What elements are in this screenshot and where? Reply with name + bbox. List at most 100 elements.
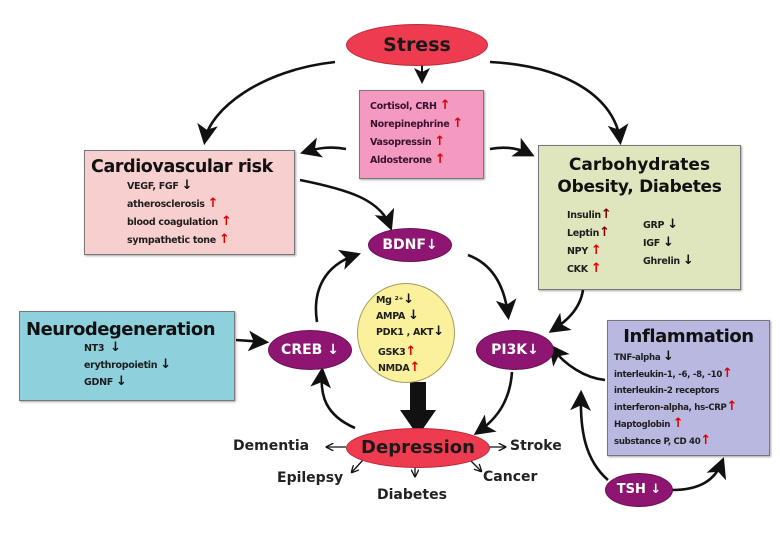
carbo-item: GRP ↓ <box>643 217 678 232</box>
arrow-creb-to-bdnf <box>314 249 361 323</box>
center-item: NMDA↑ <box>378 360 421 375</box>
carbo-item: NPY ↑ <box>567 243 602 258</box>
cardio-item: atherosclerosis ↑ <box>127 196 219 211</box>
up-arrow-icon: ↑ <box>590 243 602 258</box>
arrow-hormones-to-cardio <box>300 137 347 158</box>
cardio-title: Cardiovascular risk <box>91 157 273 177</box>
carbo-item: Insulin↑ <box>567 207 612 222</box>
carbohydrates-box: Carbohydrates Obesity, Diabetes Insulin↑… <box>538 145 741 290</box>
arrow-to-epilepsy <box>352 459 364 472</box>
hormone-item: Vasopressin ↑ <box>370 134 445 149</box>
down-arrow-icon: ↓ <box>662 235 674 250</box>
center-item: PDK1 , AKT↓ <box>376 324 444 339</box>
arrow-pi3k-to-depression <box>473 371 514 435</box>
up-arrow-icon: ↑ <box>409 360 421 375</box>
arrow-bdnf-to-pi3k <box>467 253 517 321</box>
up-arrow-icon: ↑ <box>600 207 612 222</box>
creb-node: CREB ↓ <box>268 330 352 370</box>
inflam-item: interleukin-1, -6, -8, -10↑ <box>614 366 733 381</box>
up-arrow-icon: ↑ <box>726 399 738 414</box>
arrow-carbo-to-pi3k <box>548 289 585 333</box>
up-arrow-icon: ↑ <box>405 344 417 359</box>
outcome-dementia: Dementia <box>233 438 310 454</box>
center-item: AMPA ↓ <box>376 308 419 323</box>
up-arrow-icon: ↑ <box>218 232 230 247</box>
down-arrow-icon: ↓ <box>667 217 678 232</box>
tsh-node: TSH ↓ <box>605 473 673 507</box>
up-arrow-icon: ↑ <box>221 214 232 229</box>
carbo-item: Ghrelin ↓ <box>643 253 694 268</box>
down-arrow-icon: ↓ <box>433 324 444 339</box>
inflam-item: TNF-alpha ↓ <box>614 349 674 364</box>
arrow-neuro-to-creb <box>235 330 270 352</box>
up-arrow-icon: ↑ <box>722 366 733 381</box>
down-arrow-icon: ↓ <box>403 292 414 307</box>
inflam-item: interferon-alpha, hs-CRP↑ <box>614 399 738 414</box>
inflammation-box: Inflammation TNF-alpha ↓ interleukin-1, … <box>607 320 770 456</box>
cardiovascular-risk-box: Cardiovascular risk VEGF, FGF ↓ atherosc… <box>84 150 295 255</box>
hormone-item: Norepinephrine ↑ <box>370 116 463 131</box>
depression-node: Depression <box>346 428 490 468</box>
arrow-depression-to-creb <box>310 366 356 430</box>
inflam-title: Inflammation <box>623 326 754 347</box>
outcome-epilepsy: Epilepsy <box>277 470 344 486</box>
down-arrow-icon: ↓ <box>181 178 193 193</box>
creb-label: CREB <box>281 342 323 358</box>
outcome-cancer: Cancer <box>483 469 538 485</box>
carbo-item: Leptin↑ <box>567 225 610 240</box>
center-item: Mg ²⁺↓ <box>376 292 414 307</box>
hormones-box: Cortisol, CRH ↑ Norepinephrine ↑ Vasopre… <box>359 90 484 179</box>
up-arrow-icon: ↑ <box>672 416 684 431</box>
down-arrow-icon: ↓ <box>663 349 674 364</box>
up-arrow-icon: ↑ <box>434 134 445 149</box>
arrow-to-cancer <box>469 459 481 471</box>
down-arrow-icon: ↓ <box>408 308 419 323</box>
up-arrow-icon: ↑ <box>590 261 602 276</box>
down-arrow-icon: ↓ <box>327 342 339 358</box>
center-circle: Mg ²⁺↓ AMPA ↓ PDK1 , AKT↓ GSK3↑ NMDA↑ <box>357 283 455 383</box>
arrow-hormones-to-carbo <box>489 137 535 157</box>
cardio-item: blood coagulation ↑ <box>127 214 232 229</box>
pi3k-label: PI3K <box>491 342 528 358</box>
hormone-item: Aldosterone ↑ <box>370 152 446 167</box>
neurodegeneration-box: Neurodegeneration NT3 ↓ erythropoietin ↓… <box>19 311 235 401</box>
outcome-stroke: Stroke <box>510 438 562 454</box>
carbo-title-line1: Carbohydrates <box>568 155 711 175</box>
up-arrow-icon: ↑ <box>207 196 219 211</box>
arrow-cardio-to-bdnf <box>299 178 395 231</box>
down-arrow-icon: ↓ <box>425 237 438 253</box>
down-arrow-icon: ↓ <box>115 374 127 389</box>
down-arrow-icon: ↓ <box>527 342 539 358</box>
inflam-item: substance P, CD 40↑ <box>614 433 712 448</box>
arrow-inflam-to-pi3k <box>548 343 606 382</box>
up-arrow-icon: ↑ <box>439 98 451 113</box>
down-arrow-icon: ↓ <box>650 482 662 497</box>
cardio-item: VEGF, FGF ↓ <box>127 178 193 193</box>
carbo-title-line2: Obesity, Diabetes <box>557 177 722 197</box>
down-arrow-icon: ↓ <box>682 253 694 268</box>
inflam-item: interleukin-2 receptors <box>614 386 720 396</box>
arrow-stress-to-carbo <box>489 60 629 146</box>
neuro-title: Neurodegeneration <box>26 319 216 340</box>
arrow-center-to-depression <box>400 382 436 436</box>
arrow-tsh-to-pi3k <box>570 389 609 481</box>
center-item: GSK3↑ <box>378 344 417 359</box>
cardio-item: sympathetic tone ↑ <box>127 232 230 247</box>
bdnf-node: BDNF↓ <box>368 228 452 262</box>
up-arrow-icon: ↑ <box>452 116 463 131</box>
outcome-diabetes: Diabetes <box>377 487 447 503</box>
neuro-item: GDNF ↓ <box>84 374 127 389</box>
down-arrow-icon: ↓ <box>110 340 121 355</box>
up-arrow-icon: ↑ <box>599 225 610 240</box>
stress-node: Stress <box>346 24 488 66</box>
up-arrow-icon: ↑ <box>434 152 446 167</box>
neuro-item: erythropoietin ↓ <box>84 357 171 372</box>
arrow-stress-to-cardio <box>197 60 336 146</box>
arrow-tsh-to-inflam <box>671 457 727 492</box>
inflam-item: Haptoglobin ↑ <box>614 416 684 431</box>
carbo-item: CKK ↑ <box>567 261 602 276</box>
up-arrow-icon: ↑ <box>700 433 712 448</box>
bdnf-label: BDNF <box>382 237 426 253</box>
pi3k-node: PI3K↓ <box>476 330 554 370</box>
